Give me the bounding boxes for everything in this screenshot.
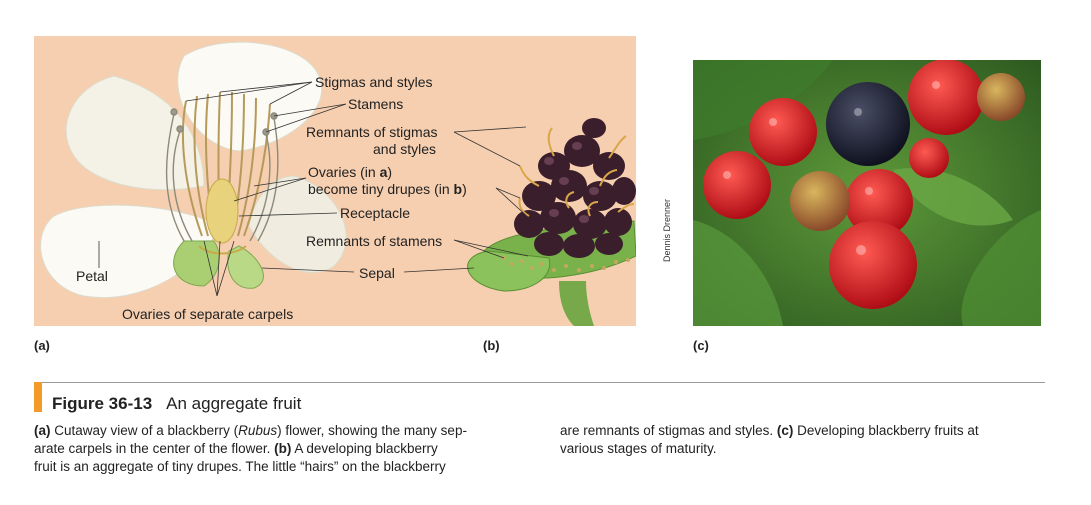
label-ovaries-a: Ovaries (in a) — [308, 164, 393, 180]
photo-credit: Dennis Drenner — [662, 198, 672, 262]
caption-line-3: fruit is an aggregate of tiny drupes. Th… — [34, 459, 446, 474]
leader-lines — [98, 81, 530, 297]
label-remnants-stigmas-line2: and styles — [373, 141, 437, 157]
caption-line-2: arate carpels in the center of the flowe… — [34, 441, 438, 456]
label-remnants-stamens: Remnants of stamens — [306, 233, 443, 249]
flower-stamens — [165, 108, 279, 242]
blackberry-photo — [693, 60, 1041, 326]
label-receptacle: Receptacle — [340, 205, 411, 221]
caption-column-2: are remnants of stigmas and styles. (c) … — [560, 422, 1050, 458]
developing-blackberry — [467, 118, 636, 326]
caption-line-5: various stages of maturity. — [560, 441, 717, 456]
caption-line-1: (a) Cutaway view of a blackberry (Rubus)… — [34, 423, 467, 438]
label-stamens: Stamens — [348, 96, 404, 112]
label-sepal: Sepal — [359, 265, 395, 281]
caption-rule — [34, 382, 1045, 383]
illustration-panel-ab: Stigmas and styles Stamens Remnants of s… — [34, 36, 636, 326]
label-petal: Petal — [76, 268, 108, 284]
figure-number: Figure 36-13 — [52, 394, 153, 413]
photo-rendering — [693, 60, 1041, 326]
figure-title-text: An aggregate fruit — [166, 394, 302, 413]
panel-label-b: (b) — [483, 338, 500, 353]
label-drupes-b: become tiny drupes (in b) — [308, 181, 467, 197]
caption-column-1: (a) Cutaway view of a blackberry (Rubus)… — [34, 422, 534, 476]
panel-label-a: (a) — [34, 338, 50, 353]
flower-petals — [40, 41, 347, 298]
flower-receptacle — [205, 178, 239, 244]
caption-line-4: are remnants of stigmas and styles. (c) … — [560, 423, 979, 438]
label-ovaries-carpels: Ovaries of separate carpels — [122, 306, 294, 322]
label-remnants-stigmas-line1: Remnants of stigmas — [306, 124, 438, 140]
figure-accent-bar — [34, 382, 42, 412]
label-stigmas-styles: Stigmas and styles — [315, 74, 433, 90]
flower-and-fruit-drawing — [40, 41, 636, 326]
panel-label-c: (c) — [693, 338, 709, 353]
figure-title: Figure 36-13 An aggregate fruit — [52, 394, 301, 414]
